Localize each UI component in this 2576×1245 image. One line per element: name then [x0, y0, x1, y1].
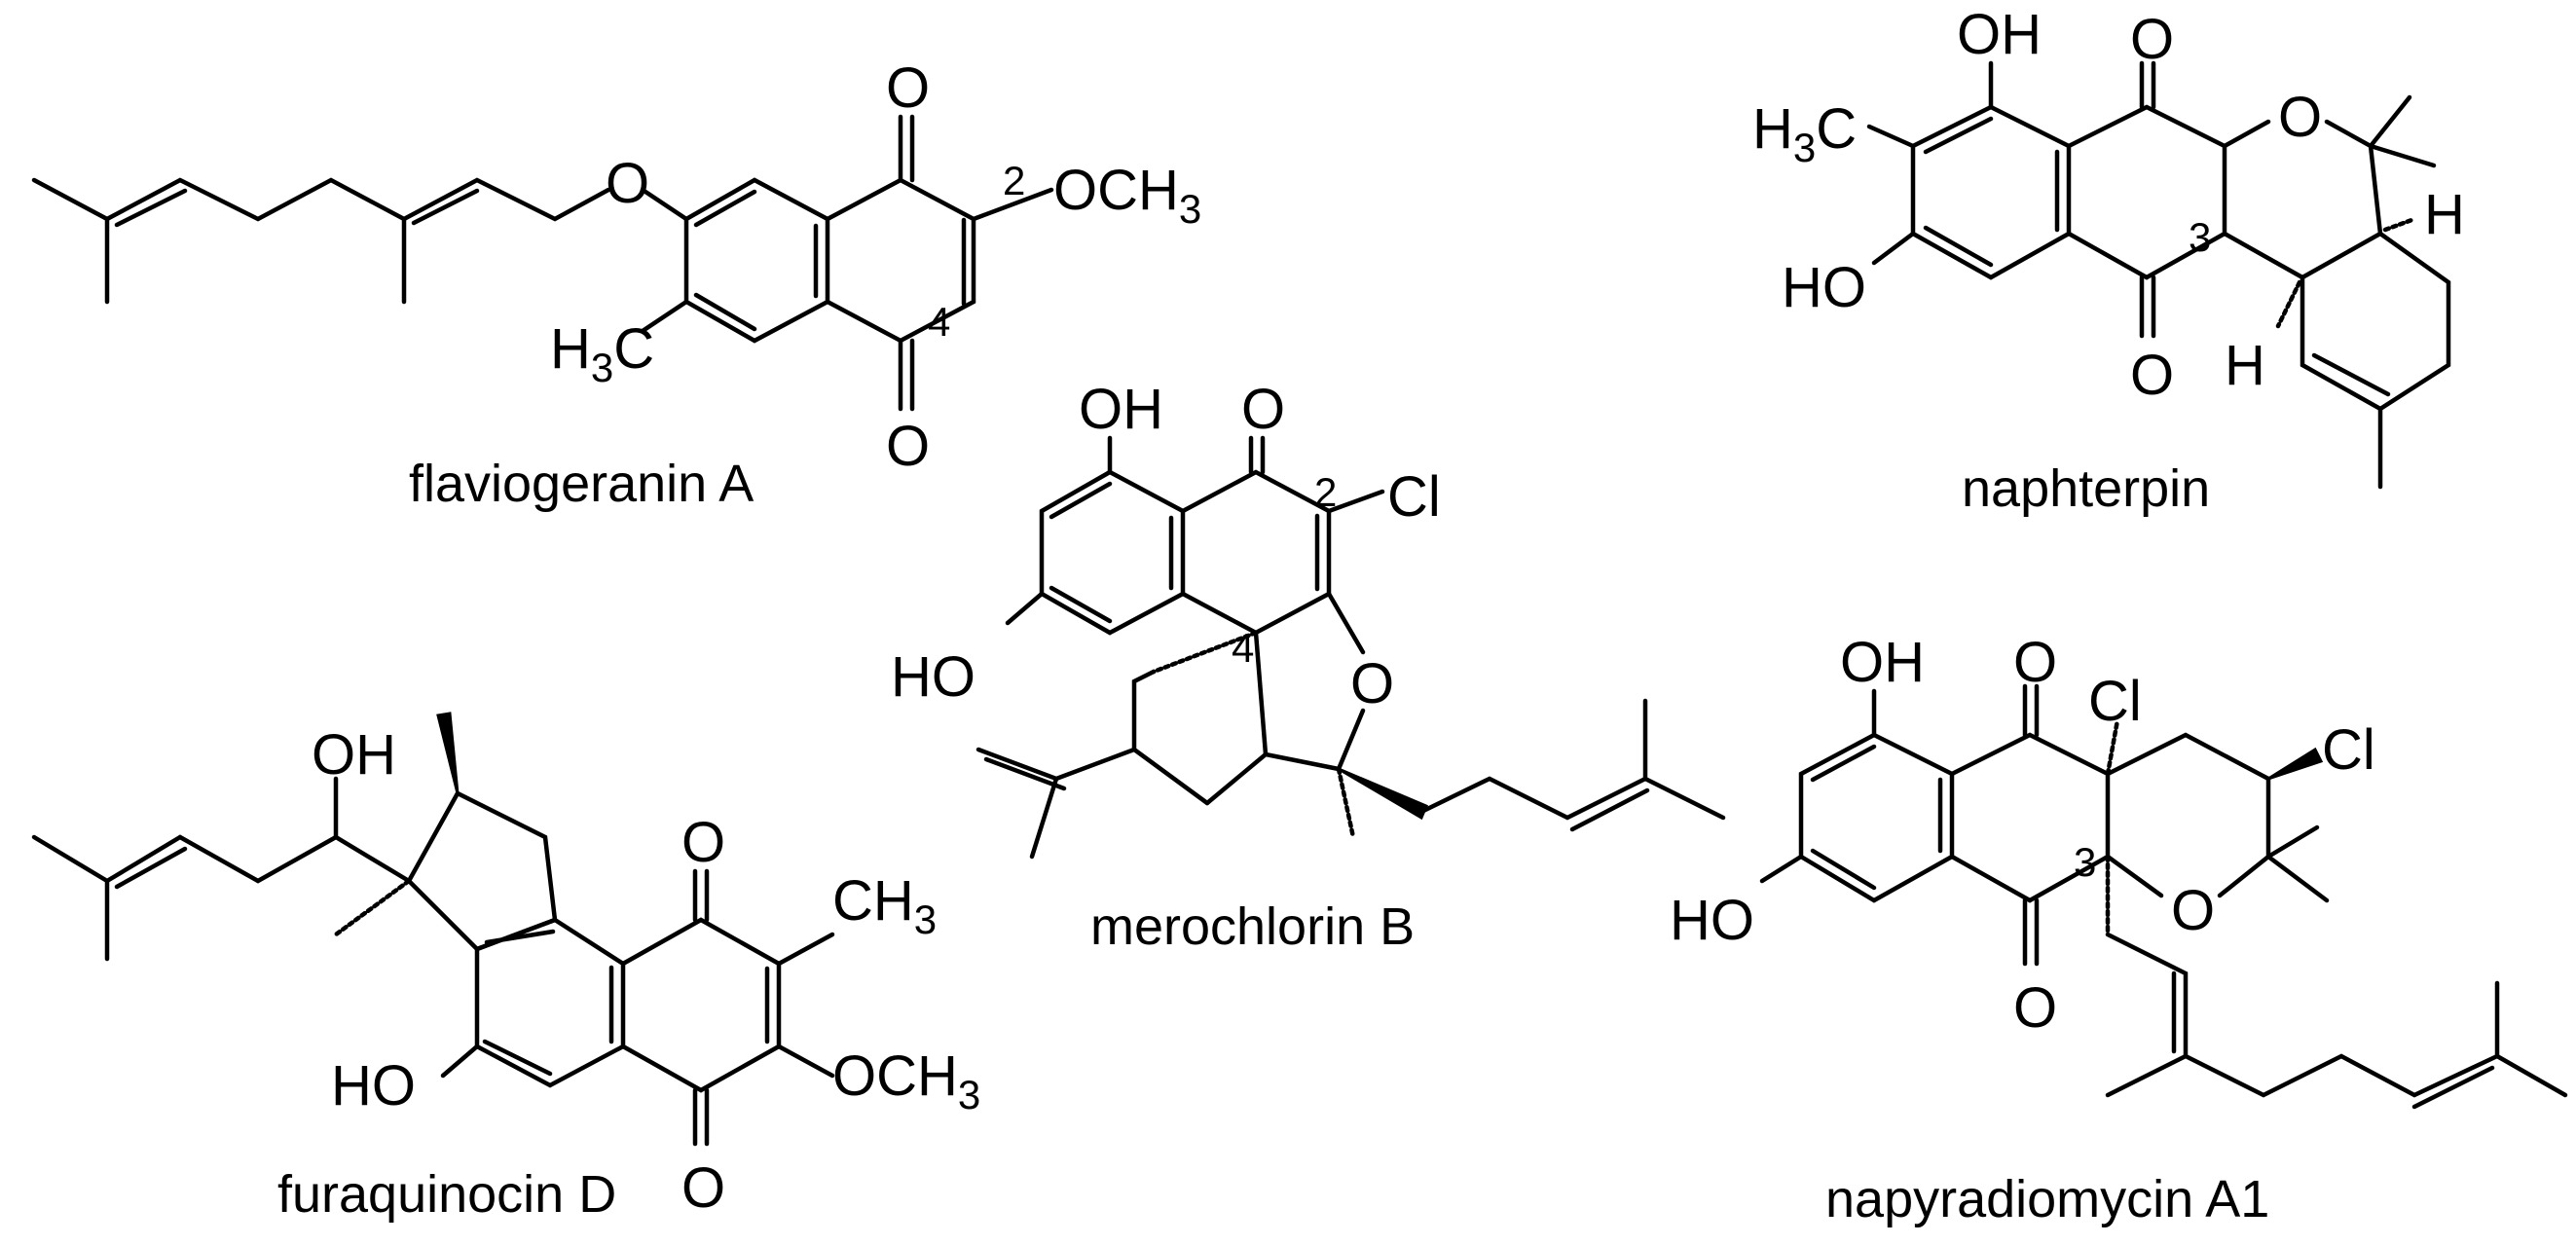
furaquinocin-side-oh: OH — [312, 723, 396, 787]
flaviogeranin-quinone-o-bottom: O — [886, 415, 930, 478]
furaquinocin-quinone-o-top: O — [681, 811, 725, 874]
napyradiomycin-cl-top: Cl — [2088, 670, 2142, 733]
napyradiomycin-locant-3: 3 — [2074, 839, 2096, 885]
naphterpin-quinone-o-bottom: O — [2130, 344, 2174, 407]
furaquinocin-methyl: CH3 — [832, 869, 937, 942]
compound-napyradiomycin-a1: OH HO O O O Cl Cl 3 napyradiomycin A1 — [1670, 631, 2568, 1228]
naphterpin-bonds — [1866, 60, 2451, 490]
naphterpin-h-right: H — [2424, 183, 2465, 246]
napyradiomycin-oh: OH — [1840, 631, 1925, 694]
furaquinocin-methoxy: OCH3 — [832, 1044, 980, 1117]
flaviogeranin-bonds — [31, 114, 1054, 412]
merochlorin-locant-2: 2 — [1314, 469, 1337, 515]
napyradiomycin-ring-o: O — [2171, 879, 2215, 942]
merochlorin-locant-4: 4 — [1232, 625, 1254, 671]
napyradiomycin-cl-right: Cl — [2322, 718, 2375, 782]
napyradiomycin-ho: HO — [1670, 889, 1754, 952]
flaviogeranin-methyl: H3C — [550, 317, 654, 390]
compound-furaquinocin-d: OH HO O O CH3 OCH3 furaquinocin D — [31, 712, 980, 1224]
furaquinocin-quinone-o-bottom: O — [681, 1156, 725, 1220]
merochlorin-ho: HO — [891, 645, 975, 709]
flaviogeranin-locant-4: 4 — [928, 299, 950, 345]
furaquinocin-name: furaquinocin D — [277, 1165, 616, 1224]
naphterpin-ring-o: O — [2278, 86, 2322, 149]
napyradiomycin-name: napyradiomycin A1 — [1825, 1170, 2269, 1228]
flaviogeranin-locant-2: 2 — [1003, 158, 1025, 203]
merochlorin-bonds — [975, 435, 1726, 860]
naphterpin-ho: HO — [1782, 256, 1866, 319]
flaviogeranin-quinone-o-top: O — [886, 56, 930, 120]
furaquinocin-ho: HO — [331, 1054, 416, 1117]
naphterpin-quinone-o-top: O — [2130, 8, 2174, 71]
napyradiomycin-quinone-o-top: O — [2013, 631, 2057, 694]
furaquinocin-bonds — [31, 712, 835, 1147]
merochlorin-ring-o: O — [1350, 652, 1394, 715]
flaviogeranin-ether-o: O — [606, 152, 649, 215]
merochlorin-name: merochlorin B — [1090, 897, 1415, 956]
napyradiomycin-quinone-o-bottom: O — [2013, 976, 2057, 1040]
merochlorin-o-top: O — [1241, 378, 1285, 441]
napyradiomycin-bonds — [1759, 683, 2568, 1110]
merochlorin-cl: Cl — [1387, 465, 1441, 529]
merochlorin-oh: OH — [1079, 378, 1163, 441]
flaviogeranin-methoxy: OCH3 — [1053, 159, 1201, 232]
naphterpin-locant-3: 3 — [2189, 214, 2211, 260]
compound-naphterpin: OH H3C HO O O O H H 3 naphterpin — [1752, 3, 2465, 518]
compound-merochlorin-b: OH HO O O Cl 2 4 merochlorin B — [891, 378, 1726, 956]
flaviogeranin-name: flaviogeranin A — [409, 455, 754, 513]
naphterpin-name: naphterpin — [1962, 459, 2210, 518]
naphterpin-h-left: H — [2225, 334, 2265, 397]
naphterpin-methyl: H3C — [1752, 97, 1857, 170]
naphterpin-oh: OH — [1957, 3, 2042, 66]
compound-flaviogeranin-a: O O O OCH3 H3C 2 4 flaviogeranin A — [31, 56, 1201, 513]
